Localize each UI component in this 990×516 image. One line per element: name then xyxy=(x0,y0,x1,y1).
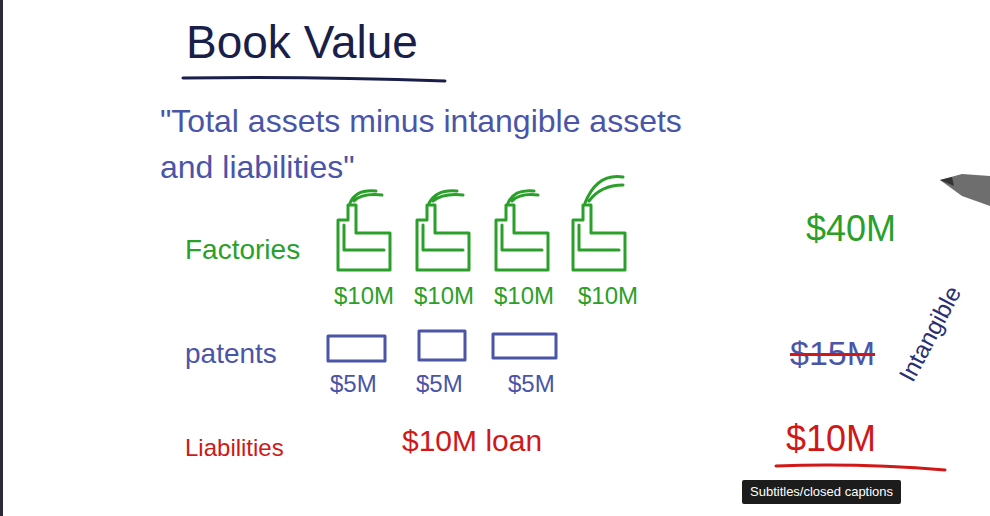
note-label: Intangible xyxy=(893,281,966,386)
definition-quote: "Total assets minus intangible assets an… xyxy=(160,98,705,190)
title: Book Value xyxy=(186,16,418,69)
row-label: Factories xyxy=(185,234,300,266)
pen-tip xyxy=(940,174,990,206)
patent-icons xyxy=(328,331,556,361)
title-underline xyxy=(183,77,445,81)
value-label: $10M loan xyxy=(402,424,542,459)
tooltip-text: Subtitles/closed captions xyxy=(750,484,893,500)
value-label: $10M xyxy=(414,282,474,310)
row-label: patents xyxy=(185,338,277,370)
total-value: $40M xyxy=(806,208,896,249)
crossed-value: $15M xyxy=(790,334,875,373)
value-label: $10M xyxy=(578,282,638,310)
total-value: $10M xyxy=(786,418,876,459)
tooltip-box: Subtitles/closed captions xyxy=(742,480,901,504)
total-underline xyxy=(776,465,945,470)
left-border xyxy=(0,0,3,516)
row-label: Liabilities xyxy=(185,434,284,462)
value-label: $5M xyxy=(416,370,463,398)
value-label: $10M xyxy=(494,282,554,310)
value-label: $10M xyxy=(334,282,394,310)
factory-icons xyxy=(338,177,625,270)
value-label: $5M xyxy=(508,370,555,398)
value-label: $5M xyxy=(330,370,377,398)
